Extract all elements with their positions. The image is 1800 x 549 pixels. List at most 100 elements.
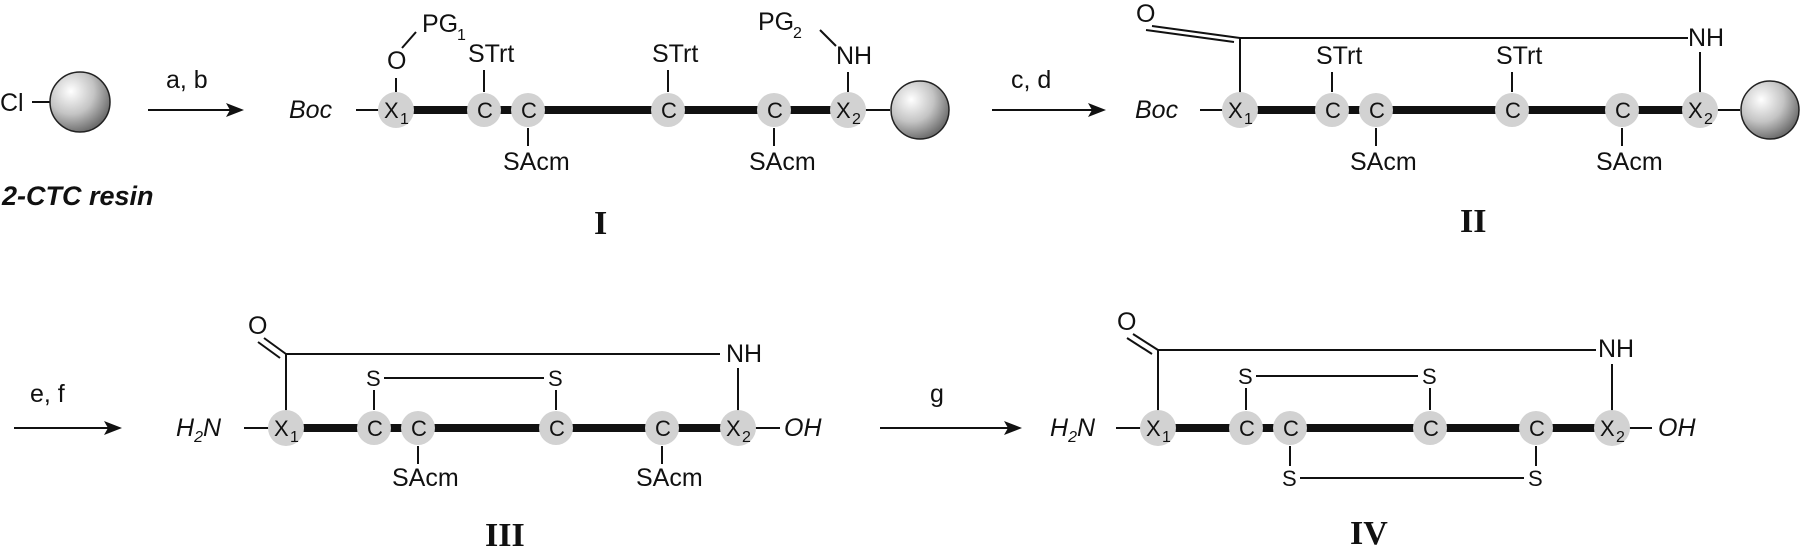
- arrow-ab: a, b: [148, 66, 244, 117]
- nh-group: NH: [726, 340, 762, 368]
- cysteine-node: [1413, 411, 1447, 445]
- svg-text:1: 1: [1244, 111, 1253, 128]
- sacm-group: SAcm: [503, 148, 570, 176]
- sacm-group: SAcm: [749, 148, 816, 176]
- sacm-group: SAcm: [636, 464, 703, 492]
- cysteine-node: [467, 93, 501, 127]
- svg-text:C: C: [1615, 98, 1631, 123]
- residue-x2: [720, 410, 756, 446]
- residue-x1: [378, 92, 414, 128]
- residue-x2: [1594, 410, 1630, 446]
- svg-text:C: C: [1505, 98, 1521, 123]
- svg-text:C: C: [1529, 416, 1545, 441]
- compound-label-I: I: [594, 205, 607, 242]
- strt-group: STrt: [1316, 42, 1362, 70]
- svg-text:2: 2: [1704, 111, 1713, 128]
- carbonyl-oxygen: O: [248, 312, 267, 340]
- svg-text:C: C: [1283, 416, 1299, 441]
- cysteine-node: [757, 93, 791, 127]
- svg-text:C: C: [767, 98, 783, 123]
- svg-text:2: 2: [742, 429, 751, 446]
- cysteine-node: [1229, 411, 1263, 445]
- svg-text:X: X: [1228, 98, 1243, 123]
- cysteine-node: [401, 411, 435, 445]
- residue-x1: [1140, 410, 1176, 446]
- svg-text:2: 2: [852, 111, 861, 128]
- svg-text:C: C: [1325, 98, 1341, 123]
- compound-II: O NH Boc X 1 C C C C X 2 STrt STrt SAcm …: [1135, 0, 1800, 240]
- compound-IV: O NH H2N OH X 1 C C C C X 2 S S S: [1050, 308, 1696, 549]
- arrowhead-icon: [1088, 103, 1106, 117]
- svg-text:2: 2: [793, 25, 802, 42]
- svg-text:X: X: [274, 416, 289, 441]
- sulfur-atom: S: [366, 366, 381, 391]
- svg-text:C: C: [411, 416, 427, 441]
- svg-text:X: X: [1146, 416, 1161, 441]
- sacm-group: SAcm: [1596, 148, 1663, 176]
- residue-x1: [268, 410, 304, 446]
- svg-text:2: 2: [1616, 429, 1625, 446]
- resin-bead-icon: [890, 80, 950, 140]
- cysteine-node: [539, 411, 573, 445]
- sacm-group: SAcm: [1350, 148, 1417, 176]
- nh-group: NH: [1598, 335, 1634, 363]
- svg-text:1: 1: [290, 429, 299, 446]
- hydroxyl-terminus: OH: [784, 414, 822, 442]
- svg-text:1: 1: [457, 27, 466, 44]
- svg-text:X: X: [1600, 416, 1615, 441]
- cysteine-node: [1605, 93, 1639, 127]
- cysteine-node: [1359, 93, 1393, 127]
- residue-x2: [1682, 92, 1718, 128]
- step-label-ab: a, b: [166, 66, 208, 94]
- compound-label-IV: IV: [1350, 515, 1388, 549]
- svg-text:C: C: [367, 416, 383, 441]
- svg-text:X: X: [384, 98, 399, 123]
- chloride-label: Cl: [0, 89, 24, 117]
- strt-group: STrt: [468, 40, 514, 68]
- boc-group: Boc: [289, 96, 333, 124]
- sacm-group: SAcm: [392, 464, 459, 492]
- amine-terminus: H2N: [1050, 414, 1096, 446]
- strt-group: STrt: [652, 40, 698, 68]
- compound-label-II: II: [1460, 203, 1486, 240]
- sulfur-atom: S: [1238, 364, 1253, 389]
- arrow-g: g: [880, 380, 1022, 435]
- nh-group: NH: [836, 42, 872, 70]
- svg-text:X: X: [836, 98, 851, 123]
- svg-text:C: C: [661, 98, 677, 123]
- resin-bead-icon: [1740, 80, 1800, 140]
- step-label-g: g: [930, 380, 944, 408]
- cysteine-node: [511, 93, 545, 127]
- step-label-cd: c, d: [1011, 66, 1051, 94]
- svg-text:C: C: [521, 98, 537, 123]
- svg-text:C: C: [1369, 98, 1385, 123]
- arrow-cd: c, d: [992, 66, 1106, 117]
- sulfur-atom: S: [1422, 364, 1437, 389]
- cysteine-node: [1315, 93, 1349, 127]
- boc-group: Boc: [1135, 96, 1179, 124]
- nh-group: NH: [1688, 24, 1724, 52]
- sulfur-atom: S: [548, 366, 563, 391]
- compound-III: O NH H2N OH X 1 C C C C X 2 S S SAcm: [176, 312, 822, 549]
- cysteine-node: [1273, 411, 1307, 445]
- svg-text:C: C: [1423, 416, 1439, 441]
- cysteine-node: [357, 411, 391, 445]
- residue-x2: [830, 92, 866, 128]
- carbonyl-oxygen: O: [1136, 0, 1155, 28]
- amine-terminus: H2N: [176, 414, 222, 446]
- arrow-ef: e, f: [14, 380, 122, 435]
- compound-label-III: III: [485, 517, 525, 549]
- svg-text:X: X: [726, 416, 741, 441]
- arrowhead-icon: [104, 421, 122, 435]
- svg-text:1: 1: [400, 111, 409, 128]
- arrowhead-icon: [226, 103, 244, 117]
- cysteine-node: [645, 411, 679, 445]
- sulfur-atom: S: [1282, 466, 1297, 491]
- carbonyl-oxygen: O: [1117, 308, 1136, 336]
- resin-start: Cl 2-CTC resin: [0, 71, 154, 211]
- resin-name: 2-CTC resin: [1, 181, 154, 211]
- svg-text:C: C: [477, 98, 493, 123]
- cysteine-node: [1519, 411, 1553, 445]
- residue-x1: [1222, 92, 1258, 128]
- protecting-group-2: PG: [758, 8, 794, 36]
